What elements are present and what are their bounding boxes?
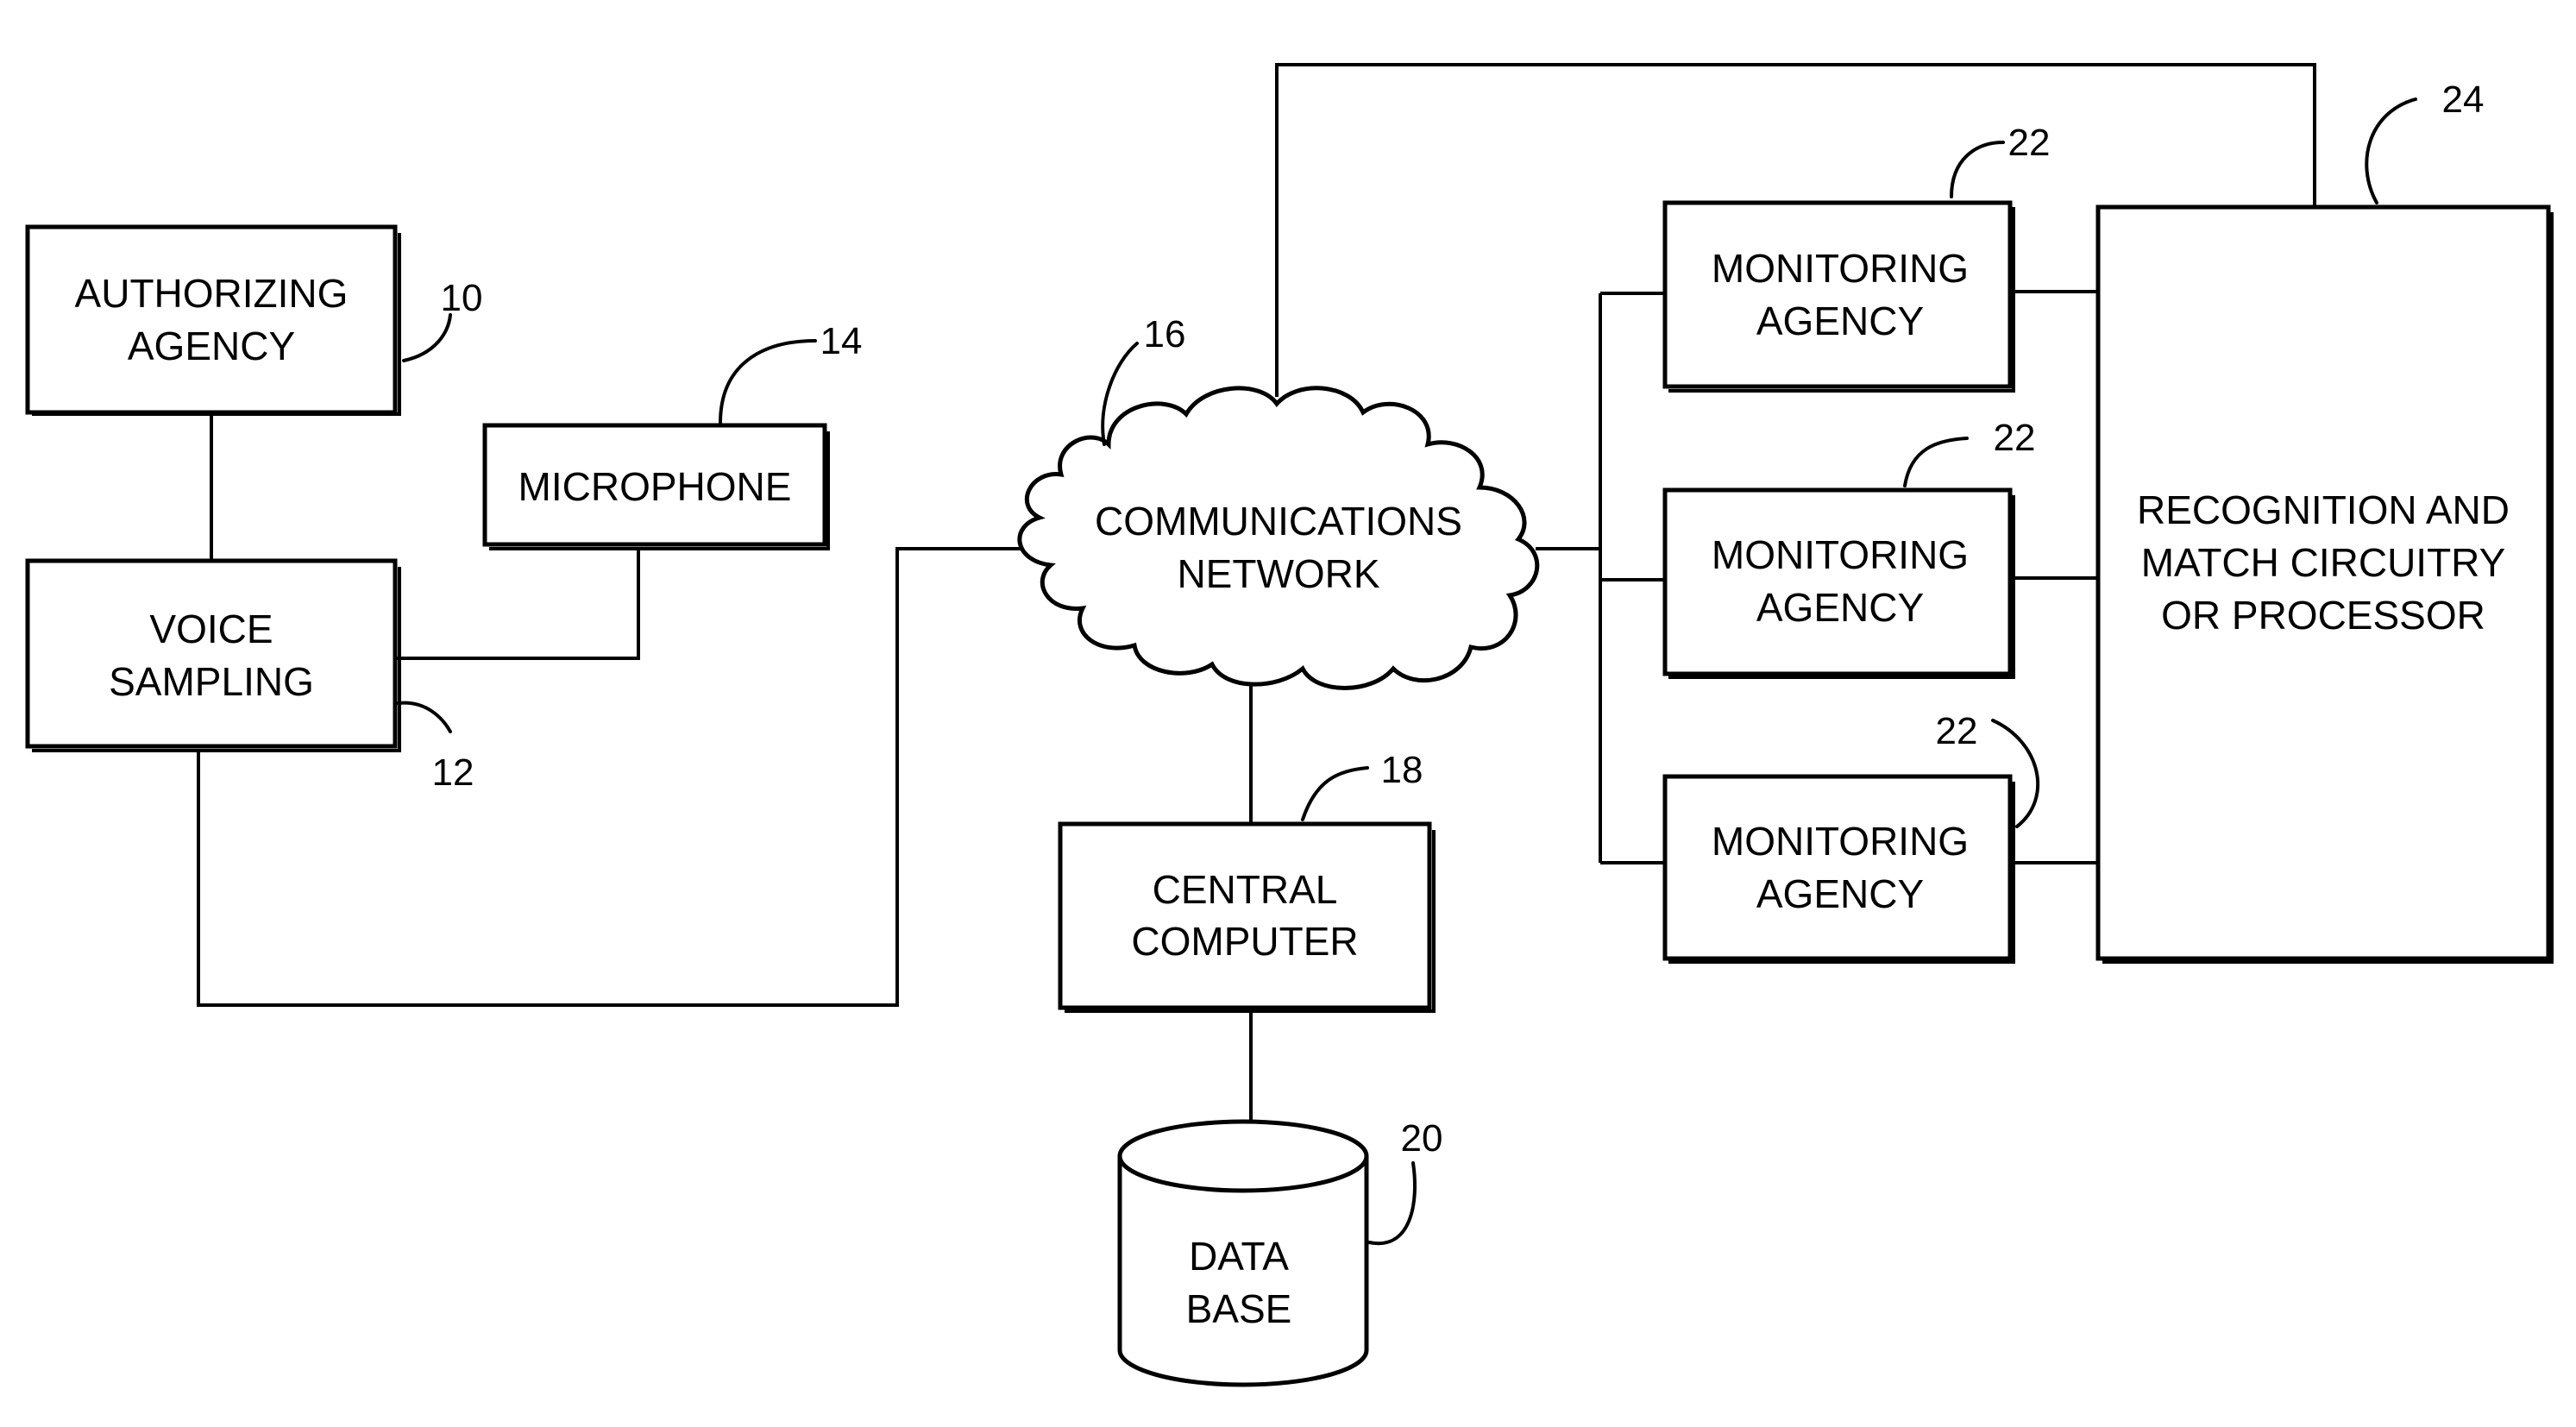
central-computer-block: CENTRAL COMPUTER — [1060, 824, 1434, 1011]
leader-14 — [720, 341, 815, 423]
leader-22-b — [1905, 438, 1967, 486]
monitoring-agency-1-label-line2: AGENCY — [1756, 299, 1924, 343]
voice-sampling-block: VOICE SAMPLING — [28, 561, 399, 751]
monitoring-agency-3-label-line2: AGENCY — [1756, 871, 1924, 916]
ref-numeral-22-a: 22 — [2008, 122, 2051, 164]
monitoring-agency-2-label-line1: MONITORING — [1712, 532, 1969, 577]
microphone-block: MICROPHONE — [485, 425, 828, 549]
ref-numeral-18: 18 — [1381, 749, 1423, 791]
leader-12 — [399, 703, 450, 732]
database-cylinder: DATA BASE — [1120, 1122, 1367, 1385]
ref-numeral-14: 14 — [820, 320, 863, 362]
authorizing-agency-block: AUTHORIZING AGENCY — [28, 227, 399, 414]
microphone-label: MICROPHONE — [518, 464, 792, 509]
ref-numeral-10: 10 — [441, 277, 483, 319]
voice-sampling-label-line1: VOICE — [149, 607, 273, 651]
database-label-line1: DATA — [1189, 1234, 1289, 1279]
recognition-label-line2: MATCH CIRCUITRY — [2141, 540, 2506, 585]
authorizing-agency-label-line1: AUTHORIZING — [75, 271, 349, 316]
wire-voice-to-microphone — [397, 548, 638, 658]
recognition-label-line1: RECOGNITION AND — [2137, 487, 2510, 532]
communications-network-label-line2: NETWORK — [1177, 551, 1379, 596]
database-label-line2: BASE — [1186, 1286, 1292, 1331]
recognition-label-line3: OR PROCESSOR — [2161, 593, 2485, 638]
communications-network-cloud: COMMUNICATIONS NETWORK — [1020, 388, 1537, 688]
ref-numeral-24: 24 — [2442, 79, 2485, 121]
leader-22-a — [1951, 142, 2003, 197]
ref-numeral-12: 12 — [432, 751, 474, 794]
central-computer-label-line1: CENTRAL — [1153, 867, 1338, 912]
central-computer-label-line2: COMPUTER — [1131, 919, 1358, 964]
monitoring-agency-2-label-line2: AGENCY — [1756, 585, 1924, 630]
leader-18 — [1303, 768, 1367, 820]
monitoring-agency-block-3: MONITORING AGENCY — [1665, 776, 2014, 962]
leader-24 — [2366, 99, 2416, 203]
leader-10 — [404, 315, 450, 361]
authorizing-agency-label-line2: AGENCY — [128, 324, 295, 368]
monitoring-agency-1-label-line1: MONITORING — [1712, 246, 1969, 291]
recognition-processor-block: RECOGNITION AND MATCH CIRCUITRY OR PROCE… — [2098, 207, 2552, 962]
ref-numeral-22-b: 22 — [1994, 417, 2036, 459]
monitoring-agency-block-1: MONITORING AGENCY — [1665, 203, 2014, 391]
monitoring-agency-3-label-line1: MONITORING — [1712, 819, 1969, 864]
ref-numeral-22-c: 22 — [1936, 710, 1978, 752]
monitoring-agency-block-2: MONITORING AGENCY — [1665, 490, 2014, 677]
voice-sampling-label-line2: SAMPLING — [109, 659, 314, 704]
leader-20 — [1369, 1163, 1415, 1243]
communications-network-label-line1: COMMUNICATIONS — [1095, 499, 1462, 544]
ref-numeral-20: 20 — [1401, 1117, 1443, 1160]
ref-numeral-16: 16 — [1144, 313, 1186, 355]
